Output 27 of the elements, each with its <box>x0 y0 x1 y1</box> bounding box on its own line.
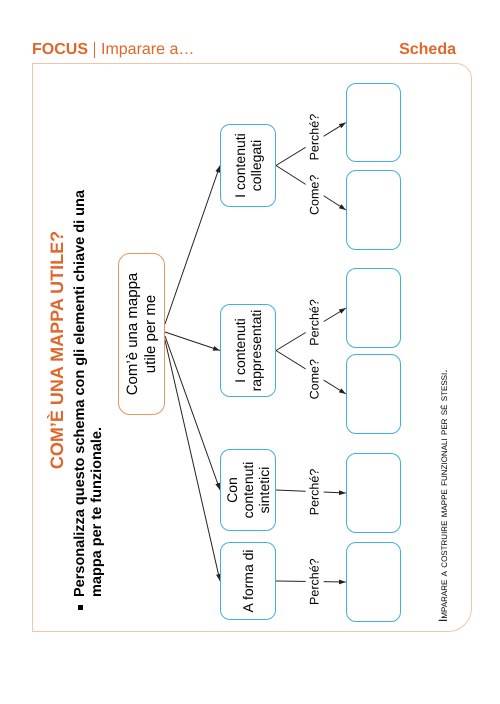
edge-label: Come? <box>305 357 324 402</box>
section-label: FOCUS <box>32 40 88 60</box>
footer-note: Imparare a costruire mappe funzionali per sé stessi. <box>435 369 451 622</box>
empty-box <box>346 170 401 250</box>
section-subtitle: Imparare a… <box>101 40 194 60</box>
concept-box: I contenuti collegati <box>220 124 276 207</box>
empty-box <box>346 542 401 622</box>
sheet-label: Scheda <box>399 40 456 60</box>
arrow <box>164 332 220 351</box>
concept-box: Con contenuti sintetici <box>220 449 276 531</box>
edge-label: Perché? <box>305 297 324 348</box>
concept-box: A forma di <box>220 542 276 620</box>
edge-label: Perché? <box>305 556 324 607</box>
title: COM’È UNA MAPPA UTILE? <box>46 230 68 472</box>
edge-label: Come? <box>305 172 324 218</box>
instruction-text: Personalizza questo schema con gli elementi chiave di una mappa per te funzionale. <box>72 190 106 597</box>
edge-label: Perché? <box>305 112 324 162</box>
central-concept-box: Com’è una mappa utile per me <box>118 253 165 415</box>
arrow <box>164 165 220 324</box>
empty-box <box>346 453 401 533</box>
arrow <box>164 336 220 490</box>
arrow <box>164 340 221 582</box>
concept-box: I contenuti rappresentati <box>220 304 276 397</box>
edge-label: Perché? <box>305 466 324 518</box>
empty-box <box>346 83 401 162</box>
empty-box <box>346 354 401 434</box>
empty-box <box>346 268 401 348</box>
